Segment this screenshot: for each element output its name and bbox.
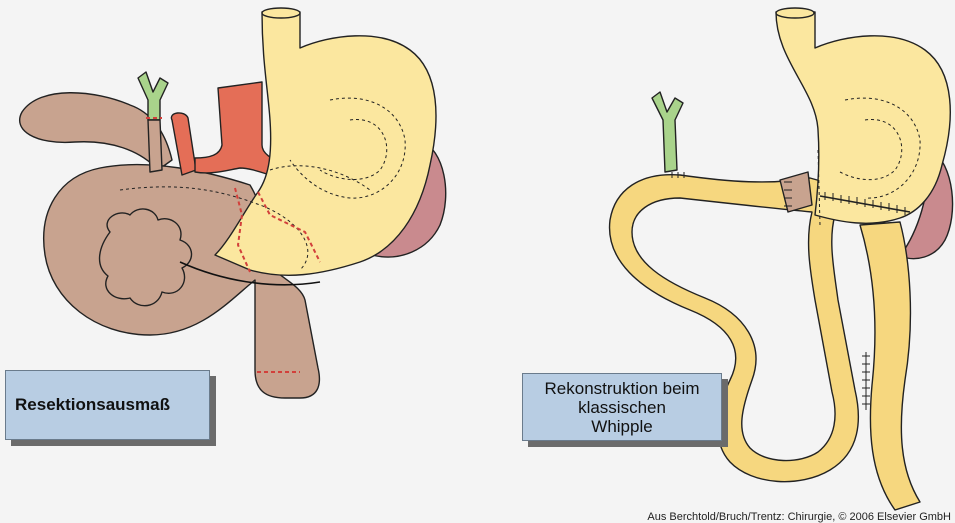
bile-duct-lower <box>148 120 162 172</box>
efferent-limb <box>860 222 920 510</box>
resection-extent-text: Resektionsausmaß <box>15 395 170 415</box>
source-caption: Aus Berchtold/Bruch/Trentz: Chirurgie, ©… <box>647 511 951 523</box>
reconstruction-text-line-2: klassischen <box>578 398 666 417</box>
bile-duct-right <box>652 92 683 172</box>
reconstruction-text-line-3: Whipple <box>591 417 652 436</box>
esophagus-opening-right <box>776 8 814 18</box>
portal-vein <box>171 113 196 175</box>
resection-illustration <box>20 8 446 398</box>
resection-extent-label: Resektionsausmaß <box>5 370 210 440</box>
reconstruction-label: Rekonstruktion beim klassischen Whipple <box>522 373 722 441</box>
reconstruction-text-line-1: Rekonstruktion beim <box>545 379 700 398</box>
esophagus-opening <box>262 8 300 18</box>
